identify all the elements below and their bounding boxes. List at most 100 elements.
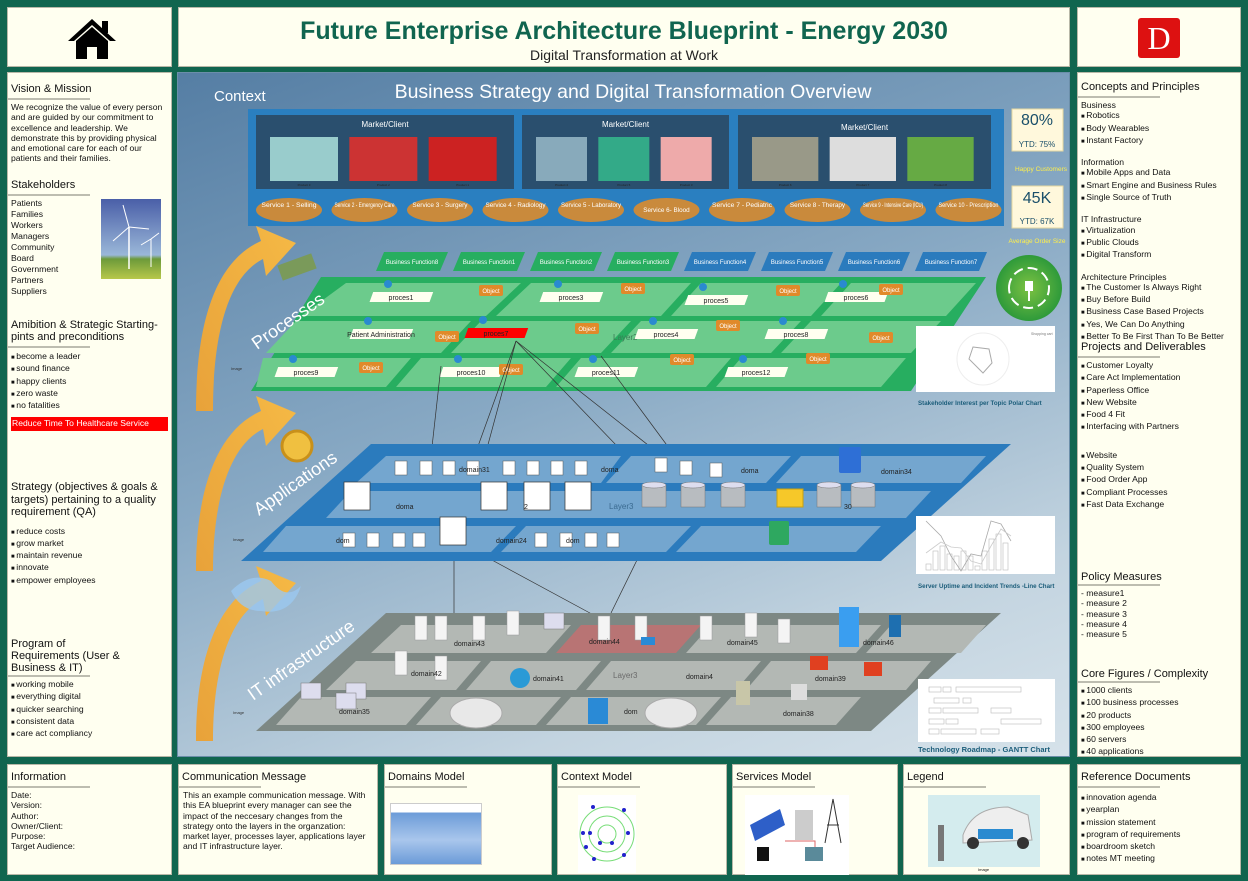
business-function[interactable]: Business Function2 [530,252,602,271]
application-icon[interactable] [523,481,551,511]
service-oval[interactable]: Service 5 - Laboratory [558,198,624,222]
object-badge[interactable]: Object [716,320,740,331]
object-badge[interactable]: Object [879,284,903,295]
service-oval[interactable]: Service 7 - Pediatric [709,198,775,222]
gantt-chart[interactable] [918,679,1055,742]
legend-panel[interactable]: Legend Image [903,764,1070,875]
process-box[interactable]: proces10 [439,355,504,377]
object-badge[interactable]: Object [621,283,645,294]
list-item: empower employees [11,575,168,587]
product-image[interactable] [907,137,974,181]
process-box[interactable]: proces7 [464,316,529,338]
process-box[interactable]: proces11 [574,355,639,377]
list-item: Compliant Processes [1081,487,1237,499]
list-item: Yes, We Can Do Anything [1081,319,1237,331]
business-function[interactable]: Business Function6 [838,252,910,271]
application-icon[interactable] [480,481,508,511]
logo[interactable]: D [1138,18,1180,58]
business-function[interactable]: Business Function3 [607,252,679,271]
concept-list: The Customer Is Always RightBuy Before B… [1078,282,1240,343]
server-icon [414,615,428,641]
service-oval[interactable]: Service 4 - Radiology [482,198,549,222]
object-badge[interactable]: Object [776,285,800,296]
product-image[interactable] [428,137,497,181]
line-chart[interactable] [916,516,1055,574]
highlight-banner[interactable]: Reduce Time To Healthcare Service [11,417,168,432]
object-badge[interactable]: Object [499,364,523,375]
domains-model-panel[interactable]: Domains Model [384,764,552,875]
product-label: Product 2 [377,183,390,187]
service-oval[interactable]: Service 3 - Surgery [407,198,473,222]
program-list: working mobileeverything digitalquicker … [8,679,171,740]
desktop-icon[interactable] [543,612,565,630]
object-label: Object [362,366,380,372]
server-icon [777,618,791,644]
polar-chart[interactable]: Shopping cart [916,326,1055,392]
business-function-label: Business Function6 [848,260,901,266]
process-box[interactable]: proces1 [369,280,434,302]
process-box[interactable]: proces3 [539,280,604,302]
object-badge[interactable]: Object [806,353,830,364]
desktop-icon[interactable] [335,692,357,710]
application-component-icon [574,460,588,476]
desktop-icon[interactable] [300,682,322,700]
services-model-thumbnail[interactable] [745,795,849,875]
concept-group-title: Architecture Principles [1081,271,1167,282]
service-oval[interactable]: Service 1 - Selling [256,198,322,222]
services-model-panel[interactable]: Services Model [732,764,898,875]
product-image[interactable] [536,137,587,181]
business-function-label: Business Function3 [617,260,670,266]
application-icon[interactable] [564,481,592,511]
service-oval[interactable]: Service 9 - Intensive Care (ICU) [860,198,926,222]
legend-thumbnail[interactable] [928,795,1040,867]
domains-model-thumbnail[interactable] [390,803,482,865]
list-item: Instant Factory [1081,135,1237,147]
context-model-thumbnail[interactable] [578,795,636,873]
market-label: Market/Client [841,123,889,132]
product-image[interactable] [270,137,338,181]
product-image[interactable] [349,137,418,181]
context-model-panel[interactable]: Context Model [557,764,727,875]
process-box[interactable]: Patient Administration [347,317,415,339]
business-function[interactable]: Business Function8 [376,252,448,271]
service-oval[interactable]: Service 8 - Therapy [784,198,851,222]
product-image[interactable] [660,137,712,181]
process-box[interactable]: proces8 [764,317,829,339]
app-domain-label: dom [566,538,580,545]
service-oval[interactable]: Service 10 - Prescription [935,198,1002,222]
product-image[interactable] [829,137,896,181]
list-item: 60 servers [1081,734,1195,746]
object-badge[interactable]: Object [479,285,503,296]
business-function[interactable]: Business Function1 [453,252,525,271]
process-box[interactable]: proces9 [274,355,339,377]
service-oval[interactable]: Service 2 - Emergency Care [331,198,398,222]
object-label: Object [502,368,520,374]
product-image[interactable] [598,137,650,181]
document-icon [839,447,861,473]
object-badge[interactable]: Object [670,354,694,365]
object-badge[interactable]: Object [359,362,383,373]
business-function[interactable]: Business Function4 [684,252,756,271]
service-oval[interactable]: Service 6- Blood [633,198,700,222]
kpi-value: 80% [1021,112,1053,129]
process-label: proces5 [704,298,729,305]
business-function[interactable]: Business Function7 [915,252,987,271]
product-image[interactable] [752,137,819,181]
list-item: Buy Before Build [1081,294,1237,306]
application-icon[interactable] [439,516,467,546]
object-badge[interactable]: Object [575,323,599,334]
kpi-happy-customers[interactable]: 80% YTD: 75% Happy Customers [1011,108,1068,173]
legend-caption: Image [978,867,990,872]
process-box[interactable]: proces12 [724,355,789,377]
chart-caption: Stakeholder Interest per Topic Polar Cha… [918,400,1042,407]
list-item: grow market [11,538,168,550]
process-box[interactable]: proces4 [634,317,699,339]
kpi-order-size[interactable]: 45K YTD: 67K Average Order Size [1009,185,1066,245]
application-icon[interactable] [343,481,371,511]
process-box[interactable]: proces5 [684,283,749,305]
process-box[interactable]: proces6 [824,280,889,302]
object-badge[interactable]: Object [869,332,893,343]
home-icon[interactable] [66,17,118,61]
object-badge[interactable]: Object [435,331,459,342]
business-function[interactable]: Business Function5 [761,252,833,271]
